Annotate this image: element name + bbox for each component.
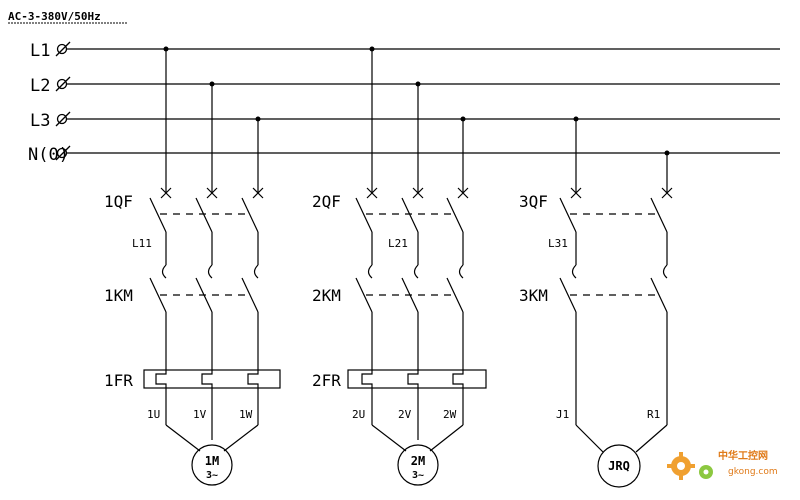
breaker-blade — [446, 197, 464, 233]
breaker-note: L21 — [388, 237, 408, 250]
breaker-label: 3QF — [519, 192, 548, 211]
thermal-element — [361, 370, 373, 388]
contactor-blade — [650, 277, 668, 313]
bus-terminal-l2 — [55, 76, 71, 92]
breaker-blade — [401, 197, 419, 233]
contactor-label: 3KM — [519, 286, 548, 305]
bus-terminal-n — [55, 145, 71, 161]
contactor-contact — [367, 264, 373, 279]
bus-label-l1: L1 — [30, 41, 50, 61]
motor-1-label: 1M — [205, 454, 219, 468]
relay-label: 1FR — [104, 371, 133, 390]
terminal-label: R1 — [647, 408, 660, 421]
motor-1-symbol — [191, 444, 233, 486]
breaker-blade — [650, 197, 668, 233]
contactor-contact — [662, 264, 668, 279]
breaker-trip-mark — [457, 187, 469, 199]
heater-label: JRQ — [608, 459, 630, 473]
thermal-element — [201, 370, 213, 388]
terminal-label: J1 — [556, 408, 569, 421]
breaker-trip-mark — [252, 187, 264, 199]
contactor-blade — [559, 277, 577, 313]
contactor-blade — [446, 277, 464, 313]
bus-terminal-l3 — [55, 111, 71, 127]
heater-symbol — [597, 444, 641, 488]
terminal-label: 1U — [147, 408, 160, 421]
supply-title: AC-3-380V/50Hz — [8, 10, 101, 23]
watermark-name: 中华工控网 — [718, 449, 768, 462]
contactor-blade — [241, 277, 259, 313]
bus-label-l3: L3 — [30, 111, 50, 131]
terminal-label: 2U — [352, 408, 365, 421]
breaker-blade — [355, 197, 373, 233]
thermal-element — [452, 370, 464, 388]
contactor-contact — [458, 264, 464, 279]
watermark-url: gkong.com — [728, 467, 778, 477]
contactor-blade — [149, 277, 167, 313]
motor-1-phase: 3~ — [206, 470, 218, 481]
breaker-trip-mark — [160, 187, 172, 199]
branch-1 — [143, 49, 281, 486]
contactor-label: 2KM — [312, 286, 341, 305]
breaker-note: L31 — [548, 237, 568, 250]
breaker-blade — [559, 197, 577, 233]
breaker-trip-mark — [570, 187, 582, 199]
branch-3 — [559, 119, 673, 488]
thermal-element — [155, 370, 167, 388]
bus-terminal-l1 — [55, 41, 71, 57]
motor-2-label: 2M — [411, 454, 425, 468]
contactor-blade — [355, 277, 373, 313]
breaker-trip-mark — [412, 187, 424, 199]
breaker-trip-mark — [206, 187, 218, 199]
terminal-label: 1V — [193, 408, 207, 421]
breaker-label: 2QF — [312, 192, 341, 211]
gear-icon — [667, 452, 713, 480]
contactor-contact — [161, 264, 167, 279]
motor-2-symbol — [397, 444, 439, 486]
contactor-contact — [571, 264, 577, 279]
contactor-contact — [253, 264, 259, 279]
terminal-label: 2V — [398, 408, 412, 421]
thermal-element — [247, 370, 259, 388]
motor-2-phase: 3~ — [412, 470, 424, 481]
contactor-label: 1KM — [104, 286, 133, 305]
breaker-note: L11 — [132, 237, 152, 250]
breaker-trip-mark — [661, 187, 673, 199]
watermark: 中华工控网 gkong.com — [667, 449, 778, 480]
breaker-trip-mark — [366, 187, 378, 199]
overload-relay-box — [347, 369, 487, 389]
breaker-blade — [195, 197, 213, 233]
breaker-blade — [149, 197, 167, 233]
thermal-element — [407, 370, 419, 388]
terminal-label: 1W — [239, 408, 253, 421]
breaker-blade — [241, 197, 259, 233]
breaker-label: 1QF — [104, 192, 133, 211]
branch-2 — [347, 49, 487, 486]
contactor-contact — [207, 264, 213, 279]
bus-label-l2: L2 — [30, 76, 50, 96]
relay-label: 2FR — [312, 371, 341, 390]
terminal-label: 2W — [443, 408, 457, 421]
contactor-contact — [413, 264, 419, 279]
